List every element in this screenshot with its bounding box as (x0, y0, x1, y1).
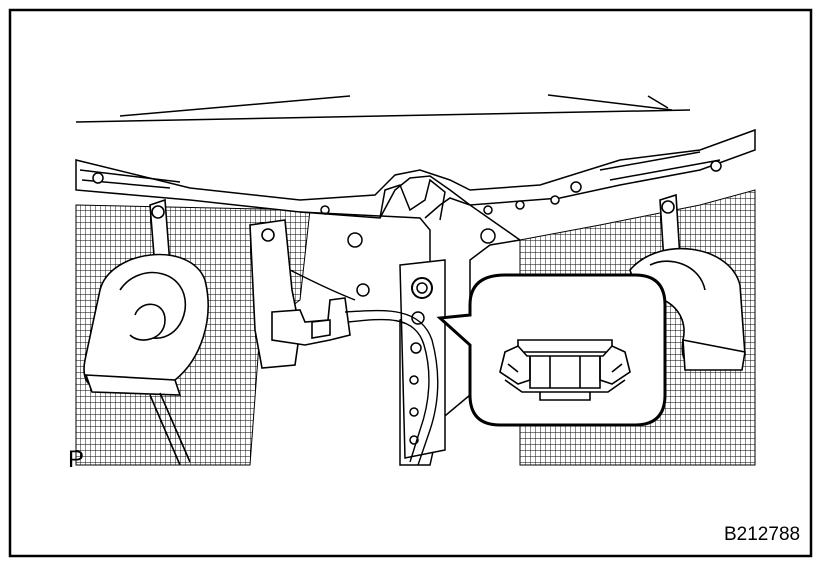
clip-cross-section (499, 339, 631, 401)
right-horn (629, 193, 746, 371)
wire-harness (289, 269, 439, 466)
figure-border (8, 8, 813, 558)
view-label: P (68, 446, 85, 473)
vertical-bracket (399, 259, 446, 459)
figure-code: B212788 (724, 524, 801, 545)
left-horn (83, 198, 209, 466)
hood-edge (75, 94, 691, 123)
radiator-support (75, 128, 756, 219)
horn-connector (249, 219, 351, 369)
clip-detail-callout (436, 273, 667, 427)
